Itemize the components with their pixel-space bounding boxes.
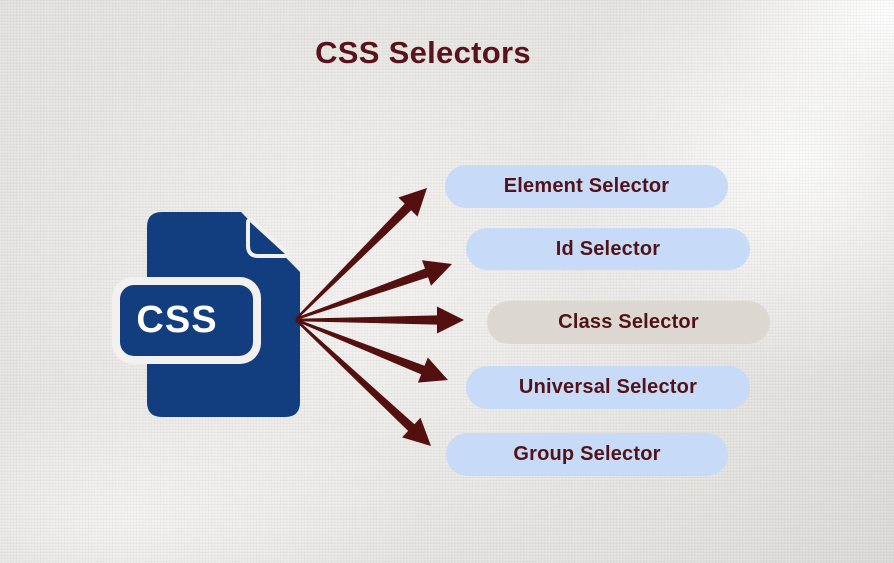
file-fold-icon [246, 218, 289, 258]
css-badge [120, 285, 253, 356]
selector-pill-element: Element Selector [445, 165, 728, 208]
arrow-to-element-selector [295, 188, 427, 320]
arrow-to-id-selector [295, 260, 452, 321]
page-title: CSS Selectors [315, 35, 531, 70]
css-file-label: CSS [136, 299, 217, 341]
arrow-to-class-selector [296, 306, 464, 334]
selector-pill-universal: Universal Selector [466, 366, 750, 409]
selector-pill-group: Group Selector [446, 433, 728, 476]
css-file-icon: CSS [112, 212, 300, 417]
arrow-to-group-selector [295, 319, 431, 446]
selector-pill-id: Id Selector [466, 228, 750, 270]
selector-pill-class: Class Selector [487, 301, 770, 344]
arrow-to-universal-selector [295, 318, 448, 383]
arrows-layer [295, 188, 464, 446]
